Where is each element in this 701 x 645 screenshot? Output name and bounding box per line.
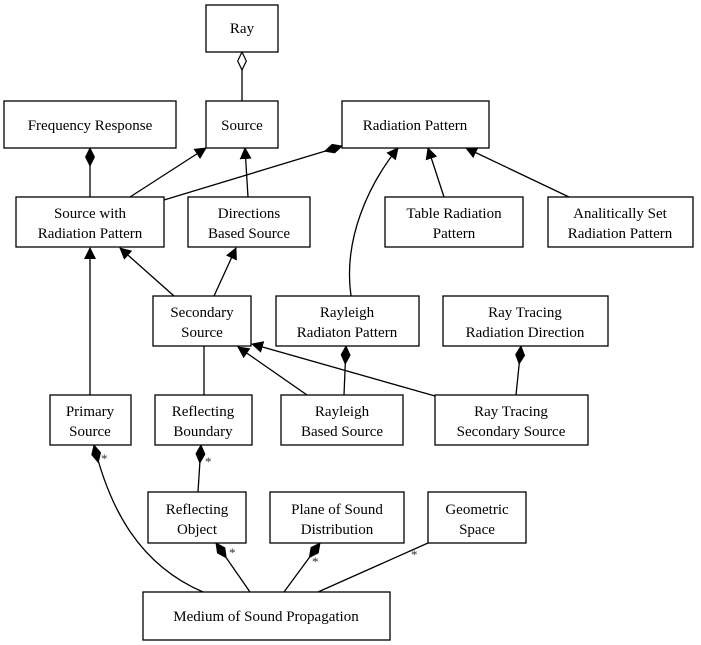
class-label: Distribution [301, 522, 374, 538]
edge-medium-plane [283, 542, 321, 593]
class-label: Source [69, 424, 111, 440]
class-label: Space [459, 522, 495, 538]
class-ray-tracing-radiation-direction: Ray Tracing Radiation Direction [442, 295, 609, 347]
class-label: Based Source [301, 424, 383, 440]
edge-medium-geometric [317, 542, 429, 593]
class-ray-tracing-secondary-source: Ray Tracing Secondary Source [434, 394, 589, 446]
class-label: Radiation Pattern [568, 226, 673, 242]
edge-secondary-directions [213, 247, 237, 297]
multiplicity-plane-of-sound: * [312, 554, 319, 569]
class-label: Plane of Sound [291, 502, 383, 518]
class-label: Radiaton Pattern [297, 325, 398, 341]
edge-reflecting-object-boundary [195, 444, 206, 493]
multiplicity-reflecting-object: * [229, 545, 236, 560]
class-frequency-response: Frequency Response [3, 100, 177, 149]
class-label: Object [177, 522, 218, 538]
class-ray: Ray [205, 4, 279, 53]
edge-analitically-radiation-pattern [465, 147, 570, 198]
class-reflecting-object: Reflecting Object [147, 491, 247, 544]
class-label: Ray [230, 21, 255, 37]
edge-medium-reflecting-object [215, 542, 251, 593]
multiplicity-primary-source: * [101, 451, 108, 466]
class-label: Secondary Source [457, 424, 566, 440]
edge-ray-tracing-secondary-secondary [251, 341, 436, 397]
class-label: Rayleigh [315, 404, 370, 420]
class-medium-of-sound-propagation: Medium of Sound Propagation [142, 591, 391, 641]
class-source: Source [205, 100, 279, 149]
class-label: Frequency Response [28, 118, 153, 134]
class-label: Geometric [445, 502, 509, 518]
multiplicity-reflecting-boundary: * [205, 454, 212, 469]
edge-directions-source [239, 147, 252, 198]
class-primary-source: Primary Source [49, 394, 132, 446]
class-label: Directions [218, 206, 281, 222]
class-label: Secondary [170, 305, 234, 321]
class-label: Primary [66, 404, 115, 420]
class-label: Radiation Pattern [38, 226, 143, 242]
multiplicity-geometric-space: * [411, 547, 418, 562]
class-label: Table Radiation [406, 206, 502, 222]
edge-rayleigh-radiaton-radiation-pattern [348, 147, 399, 297]
edge-medium-primary [91, 444, 204, 593]
class-label: Rayleigh [320, 305, 375, 321]
class-source-with-radiation-pattern: Source with Radiation Pattern [15, 196, 165, 248]
class-label: Based Source [208, 226, 290, 242]
class-radiation-pattern: Radiation Pattern [341, 100, 490, 149]
class-label: Pattern [433, 226, 476, 242]
class-analitically-set-radiation-pattern: Analitically Set Radiation Pattern [547, 196, 694, 248]
edge-srp-source [129, 147, 207, 198]
edge-srp-radiation-pattern [163, 143, 343, 201]
class-secondary-source: Secondary Source [152, 295, 252, 347]
class-geometric-space: Geometric Space [427, 491, 527, 544]
class-label: Source [181, 325, 223, 341]
class-label: Source with [54, 206, 127, 222]
edge-table-radiation-pattern [425, 147, 445, 198]
class-label: Reflecting [166, 502, 229, 518]
class-table-radiation-pattern: Table Radiation Pattern [384, 196, 524, 248]
class-directions-based-source: Directions Based Source [187, 196, 311, 248]
class-label: Analitically Set [573, 206, 668, 222]
edge-ray-tracing-secondary-direction [515, 345, 526, 396]
class-label: Source [221, 118, 263, 134]
class-rayleigh-based-source: Rayleigh Based Source [280, 394, 404, 446]
class-rayleigh-radiaton-pattern: Rayleigh Radiaton Pattern [275, 295, 420, 347]
class-label: Radiation Pattern [363, 118, 468, 134]
class-label: Medium of Sound Propagation [173, 609, 359, 625]
edge-rayleigh-based-secondary [237, 346, 308, 396]
class-label: Boundary [173, 424, 233, 440]
class-reflecting-boundary: Reflecting Boundary [154, 394, 253, 446]
class-label: Ray Tracing [474, 404, 548, 420]
class-label: Reflecting [172, 404, 235, 420]
edge-secondary-srp [119, 247, 175, 297]
class-label: Ray Tracing [488, 305, 562, 321]
class-plane-of-sound-distribution: Plane of Sound Distribution [269, 491, 405, 544]
class-label: Radiation Direction [466, 325, 585, 341]
